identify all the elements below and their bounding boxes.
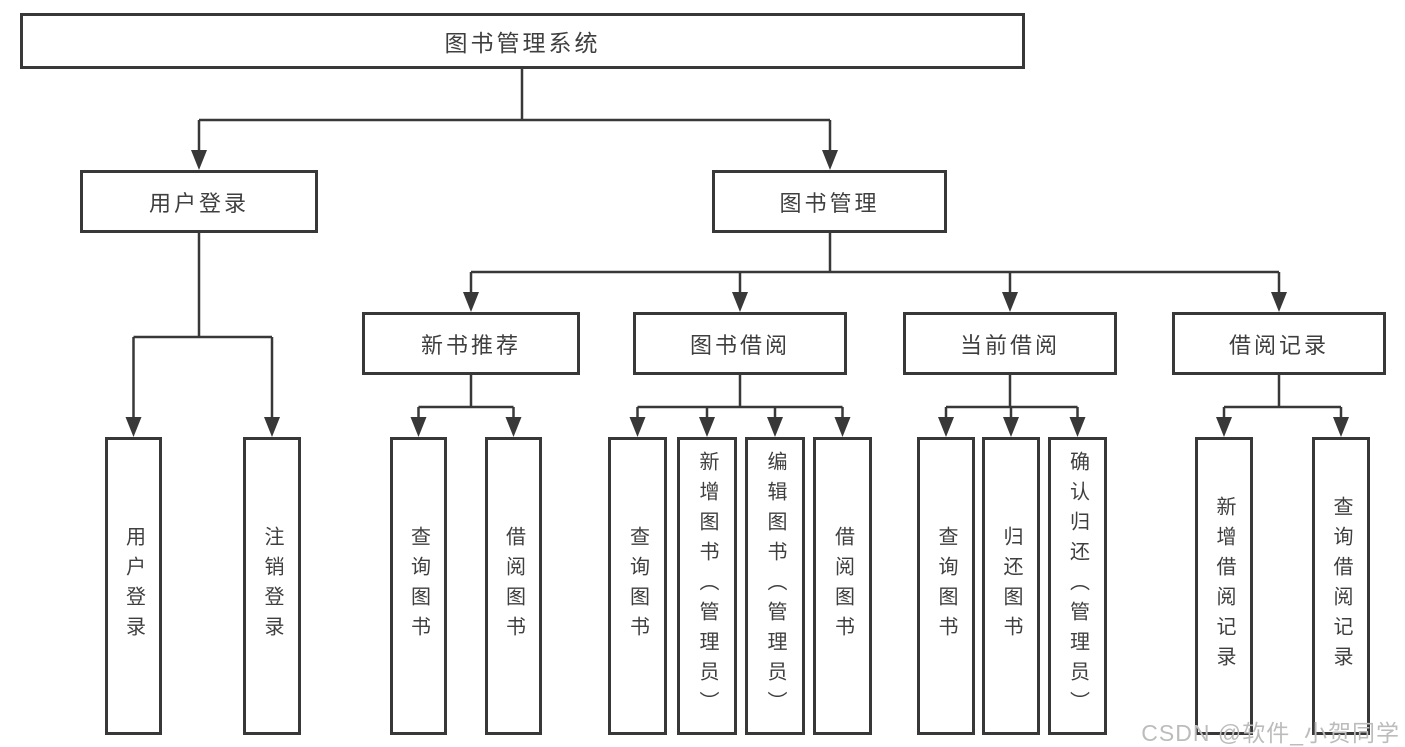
- arrowhead: [125, 417, 142, 437]
- arrowhead: [1333, 417, 1349, 437]
- leaf-return-books: 归还图书: [982, 437, 1040, 735]
- node-book-management: 图书管理: [712, 170, 947, 233]
- connector-current-borrowing-children: [938, 375, 1086, 437]
- node-book-borrowing: 图书借阅: [633, 312, 847, 375]
- connector-book-borrowing-children: [629, 375, 851, 437]
- node-current-borrowing: 当前借阅: [903, 312, 1117, 375]
- arrowhead: [463, 292, 479, 312]
- leaf-borrow-books: 借阅图书: [813, 437, 872, 735]
- connector-borrowing-records-children: [1216, 375, 1349, 437]
- connector-root-to-level2: [191, 69, 838, 170]
- arrowhead: [822, 150, 838, 170]
- node-user-login: 用户登录: [80, 170, 318, 233]
- node-new-book-recommendation: 新书推荐: [362, 312, 580, 375]
- arrowhead: [191, 150, 207, 170]
- leaf-confirm-return-admin: 确认归还（管理员）: [1048, 437, 1107, 735]
- leaf-logout: 注销登录: [243, 437, 301, 735]
- arrowhead: [1002, 292, 1018, 312]
- arrowhead: [1216, 417, 1232, 437]
- arrowhead: [410, 417, 427, 437]
- connector-user-login-children: [125, 233, 280, 437]
- arrowhead: [1069, 417, 1086, 437]
- arrowhead: [1271, 292, 1287, 312]
- arrowhead: [699, 417, 715, 437]
- arrowhead: [767, 417, 783, 437]
- leaf-query-books-recommendation: 查询图书: [390, 437, 447, 735]
- leaf-edit-books-admin: 编辑图书（管理员）: [745, 437, 805, 735]
- leaf-add-books-admin: 新增图书（管理员）: [677, 437, 737, 735]
- node-library-management-system: 图书管理系统: [20, 13, 1025, 69]
- arrowhead: [732, 292, 748, 312]
- arrowhead: [264, 417, 280, 437]
- arrowhead: [505, 417, 522, 437]
- connector-new-book-recommendation-children: [410, 375, 522, 437]
- leaf-query-books-borrowing: 查询图书: [608, 437, 667, 735]
- leaf-borrow-books-recommendation: 借阅图书: [485, 437, 542, 735]
- leaf-add-borrowing-record: 新增借阅记录: [1195, 437, 1253, 735]
- leaf-query-borrowing-record: 查询借阅记录: [1312, 437, 1370, 735]
- leaf-query-books-current: 查询图书: [917, 437, 975, 735]
- leaf-user-login: 用户登录: [105, 437, 162, 735]
- connector-book-management-children: [463, 233, 1287, 312]
- node-borrowing-records: 借阅记录: [1172, 312, 1386, 375]
- arrowhead: [629, 417, 646, 437]
- csdn-watermark: CSDN @软件_小贺同学: [1141, 720, 1400, 746]
- arrowhead: [834, 417, 851, 437]
- arrowhead: [1003, 417, 1019, 437]
- arrowhead: [938, 417, 954, 437]
